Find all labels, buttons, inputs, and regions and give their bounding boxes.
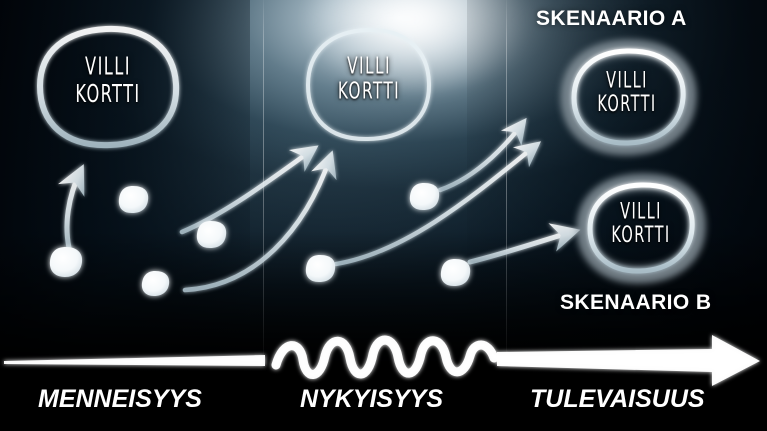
timeline-future-arrow xyxy=(497,335,760,386)
timeline-present-wave xyxy=(271,335,499,379)
arrow-signal6-to-scenario-a xyxy=(437,117,527,193)
arrow-signal5-to-scenario-a xyxy=(333,141,542,267)
signal-5 xyxy=(305,255,336,282)
signal-6 xyxy=(409,183,440,210)
arrow-signal4-to-present-bubble xyxy=(182,150,337,293)
scenario-a-title: SKENAARIO A xyxy=(536,7,687,30)
signal-3 xyxy=(196,221,227,248)
scenario-a-wildcard-outline xyxy=(571,48,686,146)
scenario-b-wildcard-outline xyxy=(587,182,695,274)
present-wildcard-outline xyxy=(305,27,432,142)
timeline-past-line xyxy=(4,355,265,366)
timeline-label-present: NYKYISYYS xyxy=(300,385,444,413)
signal-7 xyxy=(440,259,471,286)
arrow-signal7-to-scenario-b xyxy=(467,223,581,265)
signal-1 xyxy=(49,247,83,277)
signal-2 xyxy=(118,186,149,213)
timeline-label-future: TULEVAISUUS xyxy=(530,385,705,413)
signal-4 xyxy=(141,271,170,296)
timeline-label-past: MENNEISYYS xyxy=(38,385,202,413)
background-bottom-vignette xyxy=(0,231,767,431)
scenario-b-title: SKENAARIO B xyxy=(560,291,712,314)
scenario-b-wildcard-halo xyxy=(576,173,706,284)
arrow-signal1-to-past-bubble xyxy=(58,164,85,255)
present-future-divider xyxy=(506,0,507,355)
arrow-signal3-to-present-bubble xyxy=(179,145,319,235)
scenario-a-wildcard-halo xyxy=(560,39,697,156)
past-present-divider xyxy=(263,0,264,355)
past-wildcard-outline xyxy=(36,25,180,149)
